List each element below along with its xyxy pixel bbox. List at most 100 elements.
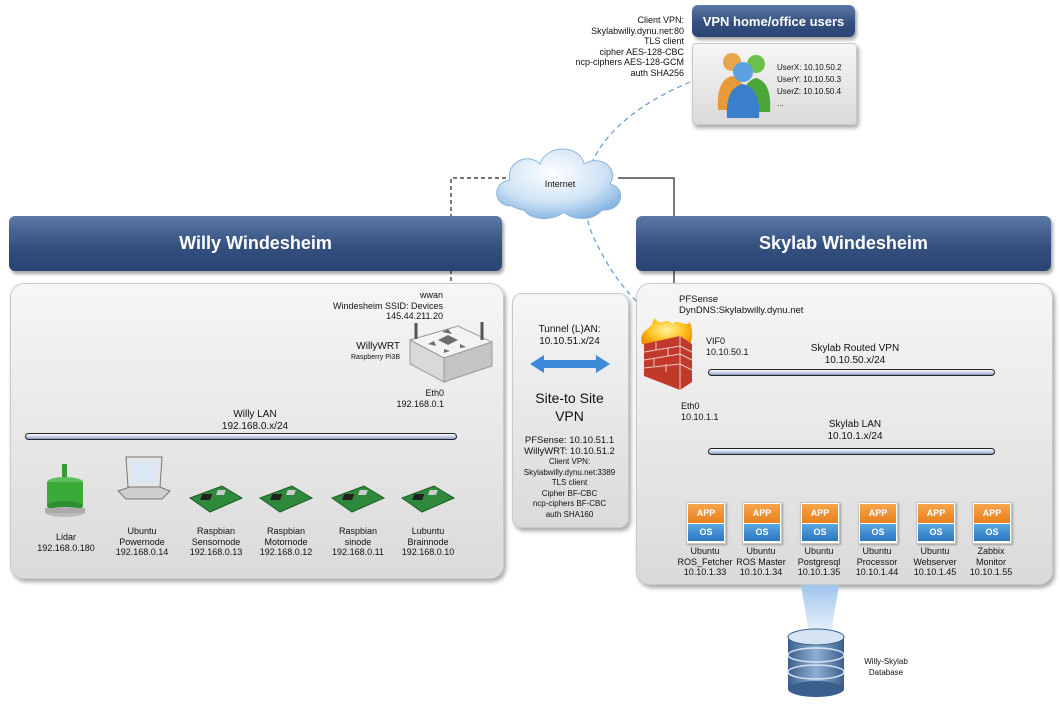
detail-line: TLS client (551, 478, 588, 487)
server-line: Webserver (913, 556, 957, 567)
device-label: Raspbian Motornode 192.168.0.12 (246, 526, 326, 558)
server-line: ROS_Fetcher (677, 556, 733, 567)
database-line: Willy-Skylab (864, 657, 908, 666)
server-line: Ubuntu (804, 546, 834, 556)
router-name: WillyWRT (356, 341, 400, 352)
database-connector (801, 585, 839, 633)
site-to-site-title: Site-to Site VPN (512, 389, 627, 425)
config-line: Skylabwilly.dynu.net:80 (591, 25, 684, 36)
os-label: OS (688, 524, 724, 541)
app-label: APP (974, 504, 1010, 523)
device-line: sinode (344, 536, 372, 547)
server-app-icon: APP OS (916, 502, 956, 544)
detail-line: PFSense: 10.10.51.1 (524, 435, 615, 446)
detail-line: Cipher BF-CBC (541, 488, 598, 498)
vpn-user: UserY: 10.10.50.3 (777, 75, 842, 84)
tunnel-subnet: 10.10.51.x/24 (539, 336, 600, 347)
server-line: Postgresql (797, 556, 841, 567)
database-icon (787, 628, 845, 697)
os-label: OS (744, 524, 780, 541)
os-label: OS (918, 524, 954, 541)
server-app-icon: APP OS (858, 502, 898, 544)
server-line: Monitor (975, 556, 1006, 567)
device-line: 192.168.0.13 (189, 547, 243, 557)
server-line: Ubuntu (690, 546, 720, 556)
skylab-lan-bus (708, 448, 995, 455)
device-line: 192.168.0.11 (332, 547, 384, 557)
eth0-line: 10.10.1.1 (681, 411, 719, 422)
tunnel-label: Tunnel (L)AN: (538, 324, 601, 335)
device-label: Ubuntu Powernode 192.168.0.14 (102, 526, 182, 558)
vpn-users-header: VPN home/office users (692, 5, 855, 37)
device-line: 192.168.0.12 (259, 547, 313, 557)
eth0-line: Eth0 (425, 388, 444, 398)
willy-title: Willy Windesheim (179, 233, 332, 253)
wwan-line: 145.44.211.20 (386, 311, 443, 321)
vpn-users-title: VPN home/office users (702, 13, 845, 29)
app-label: APP (744, 504, 780, 523)
device-line: Raspbian (196, 526, 236, 536)
server-line: 10.10.1.44 (855, 567, 899, 577)
internet-cloud-icon (496, 148, 622, 219)
device-line: Powernode (119, 536, 165, 547)
device-label: Lidar 192.168.0.180 (26, 532, 106, 553)
lan-name: Willy LAN (233, 409, 277, 420)
server-label: Ubuntu Postgresql 10.10.1.35 (784, 546, 854, 578)
config-line: ncp-ciphers AES-128-GCM (575, 57, 684, 67)
circuit-board-icon (258, 485, 314, 513)
detail-line: Client VPN: (548, 457, 591, 466)
eth0-line: Eth0 (681, 401, 700, 411)
device-line: 192.168.0.180 (37, 542, 95, 553)
tunnel-details: PFSense: 10.10.51.1 WillyWRT: 10.10.51.2… (512, 435, 627, 520)
vpn-user-list: UserX: 10.10.50.2 UserY: 10.10.50.3 User… (777, 62, 853, 110)
device-line: Lidar (55, 532, 76, 542)
server-line: 10.10.1.33 (683, 567, 727, 577)
device-line: Motornode (264, 536, 308, 547)
circuit-board-icon (330, 485, 386, 513)
lan-subnet: 192.168.0.x/24 (221, 421, 289, 432)
detail-line: WillyWRT: 10.10.51.2 (524, 445, 615, 457)
server-app-icon: APP OS (800, 502, 840, 544)
server-label: Zabbix Monitor 10.10.1.55 (956, 546, 1026, 578)
routed-vpn-bus (708, 369, 995, 376)
title-line: VPN (555, 408, 584, 424)
device-line: 192.168.0.10 (401, 547, 455, 557)
server-label: Ubuntu ROS Master 10.10.1.34 (726, 546, 796, 578)
app-label: APP (918, 504, 954, 523)
device-label: Lubuntu Brainnode 192.168.0.10 (388, 526, 468, 558)
firewall-icon (641, 318, 693, 390)
device-line: Ubuntu (127, 526, 157, 536)
device-line: Raspbian (338, 526, 378, 536)
eth0-line: 192.168.0.1 (396, 398, 444, 409)
wwan-line: wwan (419, 290, 443, 300)
os-label: OS (974, 524, 1010, 541)
router-icon (408, 322, 494, 383)
app-label: APP (688, 504, 724, 523)
title-line: Site-to Site (535, 390, 604, 406)
app-label: APP (860, 504, 896, 523)
app-label: APP (802, 504, 838, 523)
server-line: 10.10.1.34 (739, 567, 783, 577)
vpn-user: UserX: 10.10.50.2 (777, 63, 842, 72)
laptop-icon (117, 456, 171, 500)
server-label: Ubuntu Processor 10.10.1.44 (842, 546, 912, 578)
database-line: Database (868, 667, 904, 677)
skylab-eth0-label: Eth0 10.10.1.1 (681, 401, 741, 422)
tunnel-panel (512, 293, 629, 528)
os-label: OS (802, 524, 838, 541)
config-line: auth SHA256 (630, 67, 684, 78)
server-line: 10.10.1.45 (913, 567, 957, 577)
skylab-title: Skylab Windesheim (759, 233, 928, 253)
device-line: Lubuntu (411, 526, 445, 536)
vpn-client-config: Client VPN: Skylabwilly.dynu.net:80 TLS … (560, 15, 684, 78)
server-line: 10.10.1.55 (969, 567, 1013, 577)
willy-lan-label: Willy LAN 192.168.0.x/24 (180, 409, 330, 433)
wwan-line: Windesheim SSID: Devices (332, 300, 443, 311)
pfsense-line: DynDNS:Skylabwilly.dynu.net (679, 305, 804, 316)
vpn-users-panel (692, 43, 857, 125)
detail-line: Skylabwilly.dynu.net:3389 (523, 467, 616, 477)
routed-vpn-label: Skylab Routed VPN 10.10.50.x/24 (790, 343, 920, 367)
vpn-user: ... (777, 99, 784, 108)
server-app-icon: APP OS (972, 502, 1012, 544)
skylab-lan-label: Skylab LAN 10.10.1.x/24 (790, 419, 920, 443)
